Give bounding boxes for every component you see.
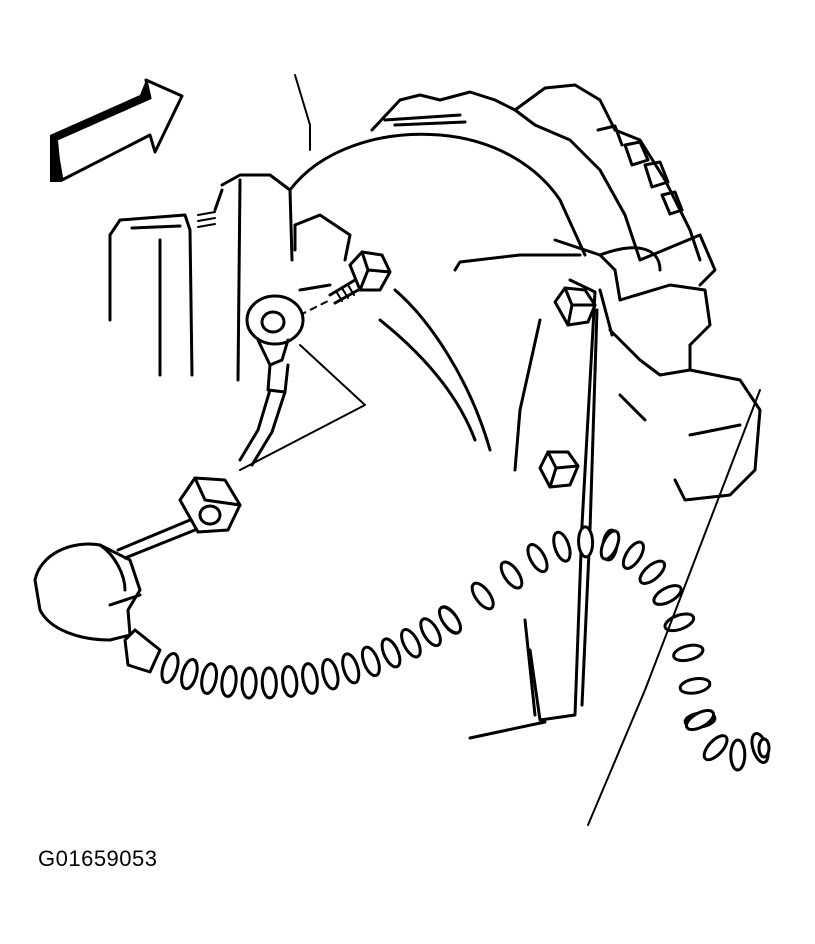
- conduit-rib: [220, 665, 238, 698]
- conduit-rib: [281, 664, 299, 698]
- conduit-rib: [301, 662, 319, 695]
- conduit-rib: [702, 734, 729, 762]
- conduit-rib: [552, 530, 572, 563]
- conduit-rib: [577, 525, 595, 559]
- conduit-rib: [638, 559, 667, 585]
- conduit-rib: [526, 543, 549, 574]
- conduit-end: [757, 737, 771, 759]
- direction-arrow-icon: [50, 78, 184, 182]
- conduit-rib: [160, 652, 180, 684]
- cable-nut-icon: [178, 476, 242, 534]
- conduit-rib: [499, 560, 524, 590]
- terminal-stud: [299, 250, 392, 316]
- conduit-rib: [678, 677, 712, 695]
- figure-id-label: G01659053: [38, 846, 158, 871]
- conduit-rib: [621, 540, 645, 570]
- conduit-rib: [400, 628, 422, 659]
- conduit-rib: [684, 708, 716, 732]
- terminal-boot: [33, 518, 197, 674]
- conduit-rib: [729, 738, 747, 772]
- conduit-rib: [419, 617, 442, 648]
- lower-bolt-icon: [538, 450, 580, 489]
- conduit-rib: [321, 658, 340, 691]
- conduit-rib: [341, 652, 361, 685]
- conduit-rib: [652, 584, 683, 606]
- leader-line-middle: [239, 344, 366, 471]
- conduit-rib: [599, 529, 621, 561]
- leader-line-top: [294, 74, 311, 151]
- conduit-rib: [380, 637, 402, 669]
- conduit-rib: [260, 666, 278, 700]
- conduit-rib: [360, 645, 381, 678]
- conduit-rib: [200, 662, 219, 695]
- conduit-rib: [470, 581, 495, 611]
- ring-terminal: [238, 294, 305, 467]
- upper-bolt-icon: [553, 286, 597, 327]
- conduit-rib: [437, 605, 463, 635]
- alternator-body: [288, 83, 762, 502]
- conduit-rib: [240, 666, 258, 700]
- engine-bracket: [108, 173, 294, 382]
- cable-conduit: [160, 525, 771, 772]
- conduit-rib: [180, 658, 199, 691]
- conduit-rib: [672, 643, 705, 663]
- leader-line-bottom: [587, 389, 761, 826]
